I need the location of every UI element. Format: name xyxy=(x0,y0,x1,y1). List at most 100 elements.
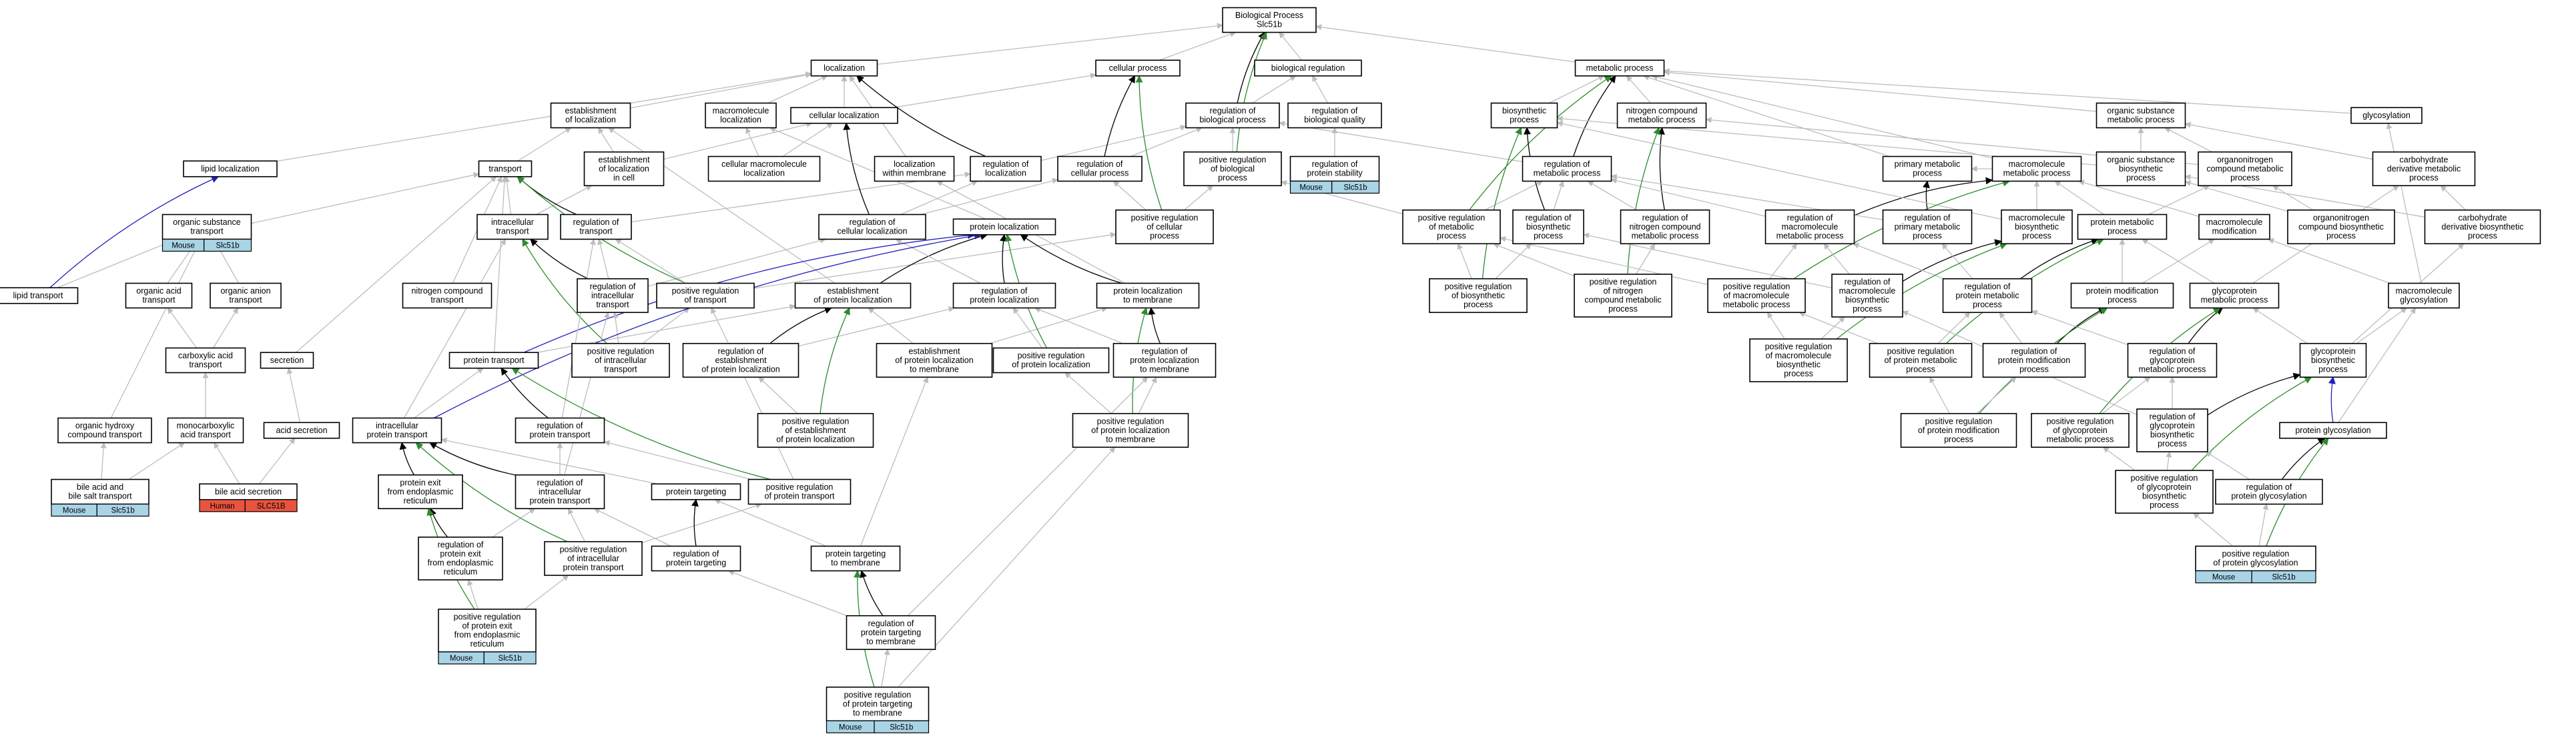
go-term-lipidloc[interactable]: lipid localization xyxy=(183,160,278,177)
go-term-glyc[interactable]: glycosylation xyxy=(2350,107,2423,124)
go-term-prottarg[interactable]: protein targeting xyxy=(651,483,741,500)
go-term-metab[interactable]: metabolic process xyxy=(1574,59,1665,77)
go-term-transport[interactable]: transport xyxy=(478,160,533,177)
go-term-lipidtr[interactable]: lipid transport xyxy=(0,287,79,304)
go-term-acidsec[interactable]: acid secretion xyxy=(263,422,340,439)
go-term-cellloc[interactable]: cellular localization xyxy=(790,107,898,124)
go-term-secretion[interactable]: secretion xyxy=(260,352,314,369)
go-term-prottr[interactable]: protein transport xyxy=(448,352,539,369)
go-term-bioreg[interactable]: biological regulation xyxy=(1254,59,1362,77)
go-term-protloc[interactable]: protein localization xyxy=(952,218,1056,236)
go-term-regmbp[interactable]: regulation ofmacromoleculebiosyntheticpr… xyxy=(1831,274,1903,318)
go-term-loc[interactable]: localization xyxy=(810,59,878,77)
go-term-cellproc[interactable]: cellular process xyxy=(1095,59,1181,77)
go-term-protglyc[interactable]: protein glycosylation xyxy=(2279,422,2387,439)
